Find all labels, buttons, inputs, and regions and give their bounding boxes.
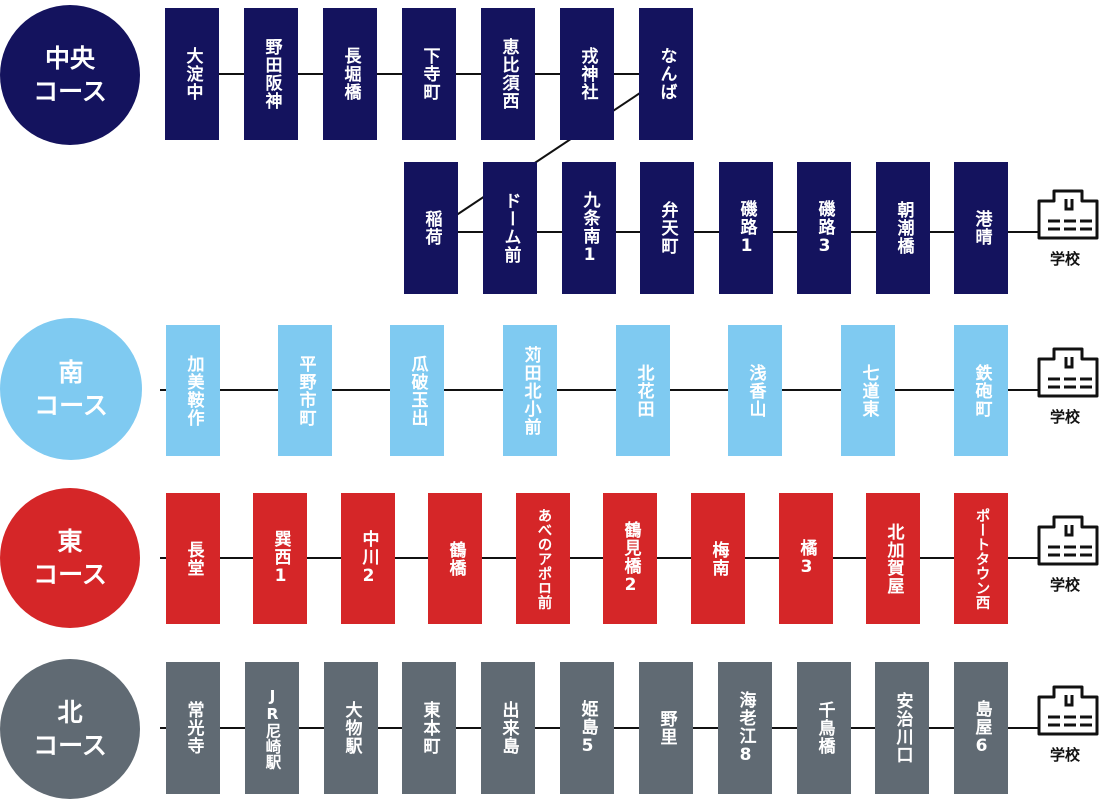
stop-chuo-3: 長堀橋	[323, 8, 377, 140]
course-suffix-higashi: コース	[33, 560, 107, 589]
stop-minami-4: 苅田北小前	[503, 325, 557, 456]
stop-chuo-2: 野田阪神	[244, 8, 298, 140]
stop-chuo-9: ドーム前	[483, 162, 537, 294]
stop-kita-11: 島屋6	[954, 662, 1008, 794]
stop-chuo-12: 磯路1	[719, 162, 773, 294]
school-kita: 学校	[1036, 684, 1100, 765]
stop-higashi-10: ポートタウン西	[954, 493, 1008, 624]
stop-higashi-2: 巽西1	[253, 493, 307, 624]
course-badge-kita: 北 コース	[0, 659, 140, 799]
school-building-icon	[1037, 515, 1099, 566]
course-suffix-kita: コース	[33, 731, 107, 760]
stop-kita-1: 常光寺	[166, 662, 220, 794]
course-name-minami: 南	[58, 358, 84, 387]
stop-chuo-7: なんば	[639, 8, 693, 140]
school-building-icon	[1037, 189, 1099, 240]
stop-minami-8: 鉄砲町	[954, 325, 1008, 456]
school-building-icon	[1037, 347, 1099, 398]
stop-kita-9: 千鳥橋	[797, 662, 851, 794]
course-suffix-chuo: コース	[33, 77, 107, 106]
stop-minami-6: 浅香山	[728, 325, 782, 456]
school-higashi: 学校	[1036, 514, 1100, 595]
course-badge-minami: 南 コース	[0, 318, 142, 460]
stop-chuo-6: 戎神社	[560, 8, 614, 140]
course-name-higashi: 東	[57, 527, 83, 556]
course-badge-higashi: 東 コース	[0, 488, 140, 628]
stop-chuo-8: 稲荷	[404, 162, 458, 294]
stop-chuo-11: 弁天町	[640, 162, 694, 294]
stop-chuo-15: 港晴	[954, 162, 1008, 294]
school-building-icon	[1037, 685, 1099, 736]
stop-chuo-1: 大淀中	[165, 8, 219, 140]
stop-kita-10: 安治川口	[875, 662, 929, 794]
stop-chuo-10: 九条南1	[562, 162, 616, 294]
stop-higashi-1: 長堂	[166, 493, 220, 624]
stop-chuo-13: 磯路3	[797, 162, 851, 294]
stop-chuo-5: 恵比須西	[481, 8, 535, 140]
school-label: 学校	[1049, 576, 1080, 594]
course-name-chuo: 中央	[44, 44, 95, 73]
school-chuo: 学校	[1036, 188, 1100, 269]
stop-higashi-7: 梅南	[691, 493, 745, 624]
stop-higashi-6: 鶴見橋2	[603, 493, 657, 624]
stop-higashi-9: 北加賀屋	[866, 493, 920, 624]
stop-higashi-3: 中川2	[341, 493, 395, 624]
school-label: 学校	[1049, 408, 1080, 426]
stop-chuo-4: 下寺町	[402, 8, 456, 140]
school-label: 学校	[1049, 250, 1080, 268]
stop-minami-2: 平野市町	[278, 325, 332, 456]
stop-minami-3: 瓜破玉出	[390, 325, 444, 456]
school-minami: 学校	[1036, 346, 1100, 427]
course-badge-chuo: 中央 コース	[0, 5, 140, 145]
school-label: 学校	[1049, 746, 1080, 764]
stop-minami-1: 加美鞍作	[166, 325, 220, 456]
stop-kita-8: 海老江8	[718, 662, 772, 794]
stop-kita-3: 大物駅	[324, 662, 378, 794]
stop-kita-7: 野里	[639, 662, 693, 794]
course-suffix-minami: コース	[34, 391, 108, 420]
course-name-kita: 北	[57, 698, 83, 727]
stop-kita-6: 姫島5	[560, 662, 614, 794]
stop-kita-4: 東本町	[402, 662, 456, 794]
stop-kita-2: JR尼崎駅	[245, 662, 299, 794]
stop-higashi-8: 橘3	[779, 493, 833, 624]
stop-higashi-5: あべのアポロ前	[516, 493, 570, 624]
stop-minami-5: 北花田	[616, 325, 670, 456]
stop-minami-7: 七道東	[841, 325, 895, 456]
stop-higashi-4: 鶴橋	[428, 493, 482, 624]
stop-kita-5: 出来島	[481, 662, 535, 794]
stop-chuo-14: 朝潮橋	[876, 162, 930, 294]
